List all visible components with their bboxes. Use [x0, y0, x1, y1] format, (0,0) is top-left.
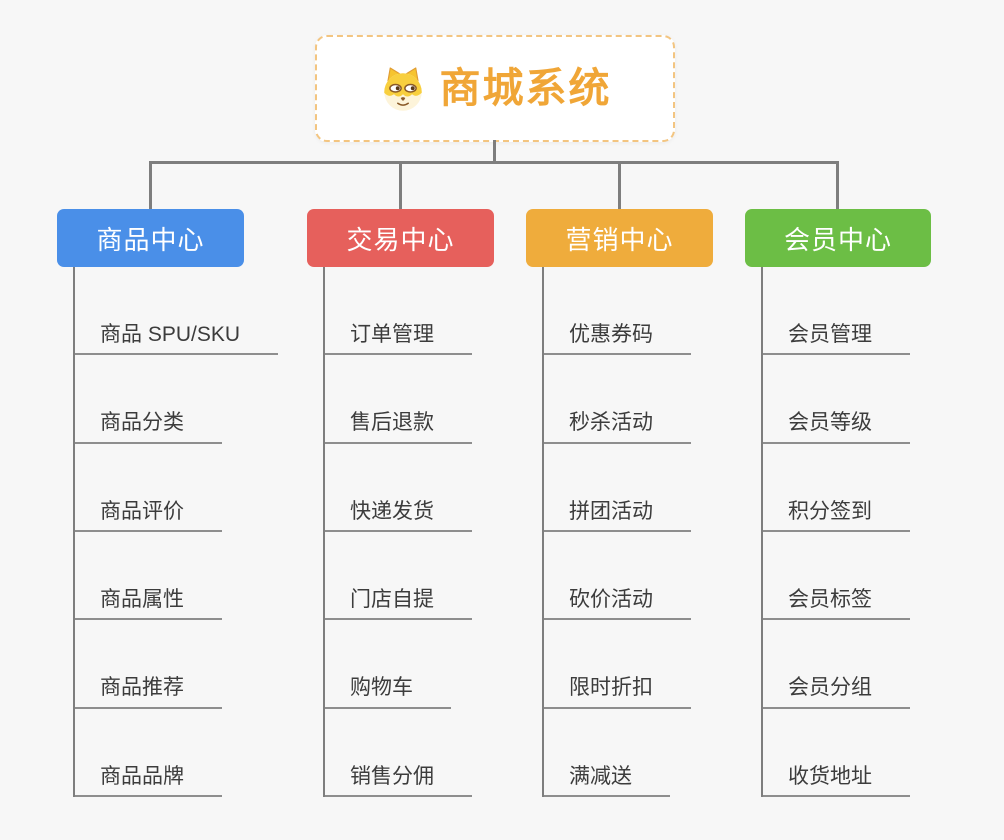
connector-horizontal-bar: [149, 161, 839, 164]
root-title: 商城系统: [439, 65, 612, 111]
leaf-full-reduction[interactable]: 满减送: [544, 709, 670, 797]
leaf-limited-time-discount[interactable]: 限时折扣: [544, 620, 691, 709]
connector-drop-product: [149, 161, 152, 209]
branch-trade-children: 订单管理 售后退款 快递发货 门店自提 购物车 销售分佣: [323, 267, 494, 797]
connector-drop-trade: [399, 161, 402, 209]
branch-member-children: 会员管理 会员等级 积分签到 会员标签 会员分组 收货地址: [761, 267, 931, 797]
branch-marketing-children: 优惠券码 秒杀活动 拼团活动 砍价活动 限时折扣 满减送: [542, 267, 713, 797]
leaf-member-management[interactable]: 会员管理: [763, 267, 910, 356]
leaf-member-level[interactable]: 会员等级: [763, 355, 910, 444]
branch-member-center: 会员中心 会员管理 会员等级 积分签到 会员标签 会员分组 收货地址: [745, 209, 931, 797]
connector-root-stem: [493, 140, 496, 163]
branch-header-member-center[interactable]: 会员中心: [745, 209, 931, 267]
leaf-express-delivery[interactable]: 快递发货: [325, 444, 472, 532]
leaf-store-pickup[interactable]: 门店自提: [325, 532, 472, 621]
leaf-product-recommend[interactable]: 商品推荐: [75, 620, 222, 709]
leaf-product-category[interactable]: 商品分类: [75, 355, 222, 444]
connector-drop-member: [836, 161, 839, 209]
connector-drop-marketing: [618, 161, 621, 209]
leaf-aftersale-refund[interactable]: 售后退款: [325, 355, 472, 444]
leaf-shipping-address[interactable]: 收货地址: [763, 709, 910, 797]
leaf-coupon-code[interactable]: 优惠券码: [544, 267, 691, 356]
branch-product-children: 商品 SPU/SKU 商品分类 商品评价 商品属性 商品推荐 商品品牌: [73, 267, 279, 797]
dog-face-icon: [379, 65, 427, 113]
leaf-shopping-cart[interactable]: 购物车: [325, 620, 451, 709]
branch-header-trade-center[interactable]: 交易中心: [307, 209, 494, 267]
branch-trade-center: 交易中心 订单管理 售后退款 快递发货 门店自提 购物车 销售分佣: [307, 209, 494, 797]
branch-marketing-center: 营销中心 优惠券码 秒杀活动 拼团活动 砍价活动 限时折扣 满减送: [526, 209, 713, 797]
leaf-product-attribute[interactable]: 商品属性: [75, 532, 222, 621]
leaf-member-group[interactable]: 会员分组: [763, 620, 910, 709]
leaf-points-checkin[interactable]: 积分签到: [763, 444, 910, 532]
leaf-bargain-activity[interactable]: 砍价活动: [544, 532, 691, 621]
leaf-product-spu-sku[interactable]: 商品 SPU/SKU: [75, 267, 279, 356]
branch-header-marketing-center[interactable]: 营销中心: [526, 209, 713, 267]
root-node[interactable]: 商城系统: [315, 35, 675, 142]
leaf-order-management[interactable]: 订单管理: [325, 267, 472, 356]
leaf-sales-commission[interactable]: 销售分佣: [325, 709, 472, 797]
branch-header-product-center[interactable]: 商品中心: [57, 209, 244, 267]
leaf-product-review[interactable]: 商品评价: [75, 444, 222, 532]
branch-product-center: 商品中心 商品 SPU/SKU 商品分类 商品评价 商品属性 商品推荐 商品品牌: [57, 209, 279, 797]
leaf-flash-sale[interactable]: 秒杀活动: [544, 355, 691, 444]
leaf-member-tag[interactable]: 会员标签: [763, 532, 910, 621]
leaf-product-brand[interactable]: 商品品牌: [75, 709, 222, 797]
leaf-group-buying[interactable]: 拼团活动: [544, 444, 691, 532]
